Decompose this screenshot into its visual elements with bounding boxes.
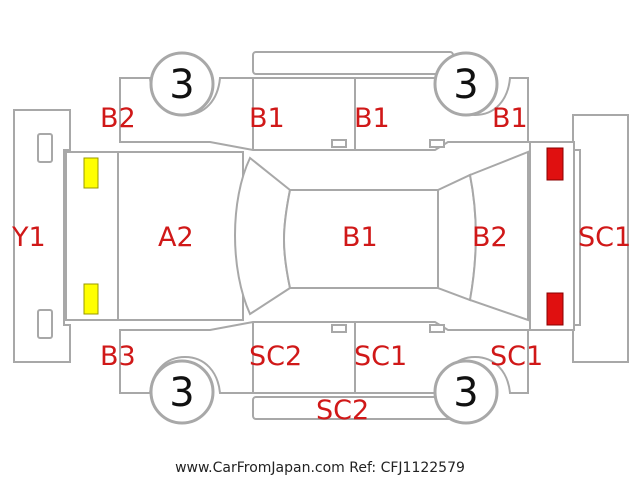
code-bottom-rear-door: SC2 [249, 341, 302, 372]
front-light-top [546, 147, 564, 181]
code-bottom-sill: SC2 [316, 395, 369, 426]
rear-bumper-slot-top [37, 133, 53, 163]
door-handle-top-2 [429, 139, 445, 148]
rear-bumper-slot-bottom [37, 309, 53, 339]
code-front-bumper: SC1 [578, 222, 631, 253]
tire-front-right: 3 [433, 359, 499, 425]
code-bottom-left: B3 [100, 341, 136, 372]
code-top-b1-front: B1 [354, 103, 390, 134]
tire-front-left-label: 3 [453, 62, 478, 108]
tire-rear-left: 3 [149, 51, 215, 117]
rear-window [234, 156, 292, 316]
trunk-lid [117, 151, 244, 321]
front-light-bottom [546, 292, 564, 326]
rear-light-top [83, 157, 99, 189]
door-handle-bottom-1 [331, 324, 347, 333]
rear-light-bottom [83, 283, 99, 315]
footer-reference: www.CarFromJapan.com Ref: CFJ1122579 [175, 460, 465, 476]
tire-front-left: 3 [433, 51, 499, 117]
code-hood: B2 [472, 222, 508, 253]
code-bottom-front-door: SC1 [354, 341, 407, 372]
tire-rear-left-label: 3 [169, 62, 194, 108]
rear-bumper [13, 109, 71, 363]
code-top-right: B1 [492, 103, 528, 134]
top-sill [252, 51, 454, 75]
door-handle-bottom-2 [429, 324, 445, 333]
tire-front-right-label: 3 [453, 370, 478, 416]
door-handle-top-1 [331, 139, 347, 148]
tire-rear-right-label: 3 [169, 370, 194, 416]
code-roof: B1 [342, 222, 378, 253]
code-rear-bumper: Y1 [11, 222, 46, 253]
code-top-left: B2 [100, 103, 136, 134]
code-trunk: A2 [158, 222, 194, 253]
roof-panel [283, 189, 439, 289]
code-top-b1-rear: B1 [249, 103, 285, 134]
hood-panel [468, 150, 529, 322]
code-bottom-right: SC1 [490, 341, 543, 372]
tire-rear-right: 3 [149, 359, 215, 425]
windshield [437, 173, 477, 302]
